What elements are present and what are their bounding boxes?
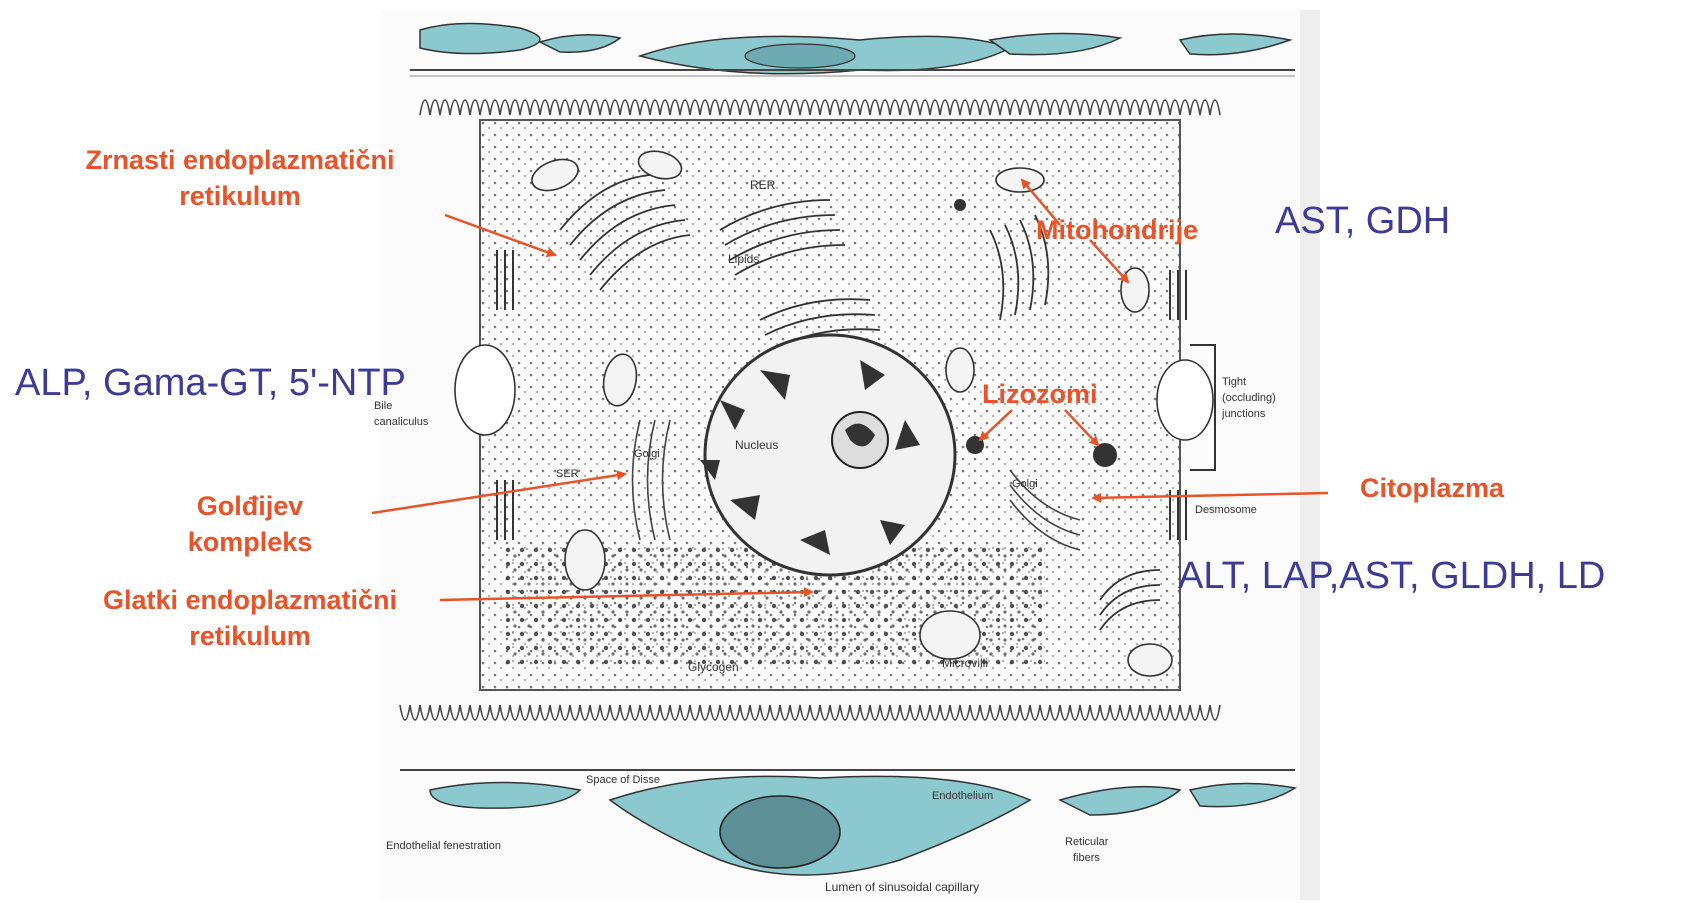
fig-golgi-right: Golgi xyxy=(1012,478,1038,490)
fig-lipids: Lipids xyxy=(728,252,759,266)
enzymes-mitochondria: AST, GDH xyxy=(1275,200,1450,243)
bile-canaliculus-right xyxy=(1157,360,1213,440)
label-zrnasti-endoplazmaticni-retikulum: Zrnasti endoplazmatični retikulum xyxy=(30,142,450,215)
fig-microvilli: Microvilli xyxy=(942,656,988,670)
fig-endothelial-fenestration: Endothelial fenestration xyxy=(386,840,501,852)
fig-tight-2: (occluding) xyxy=(1222,392,1276,404)
fig-bile-2: canaliculus xyxy=(374,416,428,428)
fig-reticular-2: fibers xyxy=(1073,852,1100,864)
fig-tight-1: Tight xyxy=(1222,376,1246,388)
label-citoplazma: Citoplazma xyxy=(1360,470,1504,506)
label-glatki-line-1: Glatki endoplazmatični xyxy=(50,582,450,618)
label-goldijev-line-1: Golđijev xyxy=(150,488,350,524)
fig-rer: RER xyxy=(750,178,775,192)
bile-canaliculus-left xyxy=(455,345,515,435)
label-lizozomi: Lizozomi xyxy=(982,376,1098,412)
fig-nucleus: Nucleus xyxy=(735,438,778,452)
enzymes-cytoplasm: ALT, LAP,AST, GLDH, LD xyxy=(1178,555,1605,598)
fig-reticular-1: Reticular xyxy=(1065,836,1108,848)
label-mitohondrije: Mitohondrije xyxy=(1036,212,1198,248)
enzymes-membrane: ALP, Gama-GT, 5'-NTP xyxy=(15,362,406,405)
fig-endothelium: Endothelium xyxy=(932,790,993,802)
label-glatki-line-2: retikulum xyxy=(50,618,450,654)
label-goldijev-kompleks: Golđijev kompleks xyxy=(150,488,350,561)
label-glatki-endoplazmaticni-retikulum: Glatki endoplazmatični retikulum xyxy=(50,582,450,655)
fig-lumen: Lumen of sinusoidal capillary xyxy=(825,880,979,894)
page-edge-shadow xyxy=(1300,10,1320,900)
fig-desmosome: Desmosome xyxy=(1195,504,1257,516)
fig-space-of-disse: Space of Disse xyxy=(586,774,660,786)
label-zrnasti-line-2: retikulum xyxy=(30,178,450,214)
fig-golgi-left: Golgi xyxy=(634,448,660,460)
fig-tight-3: junctions xyxy=(1222,408,1265,420)
label-zrnasti-line-1: Zrnasti endoplazmatični xyxy=(30,142,450,178)
label-goldijev-line-2: kompleks xyxy=(150,524,350,560)
fig-glycogen: Glycogen xyxy=(688,660,739,674)
fig-ser: SER xyxy=(556,468,579,480)
